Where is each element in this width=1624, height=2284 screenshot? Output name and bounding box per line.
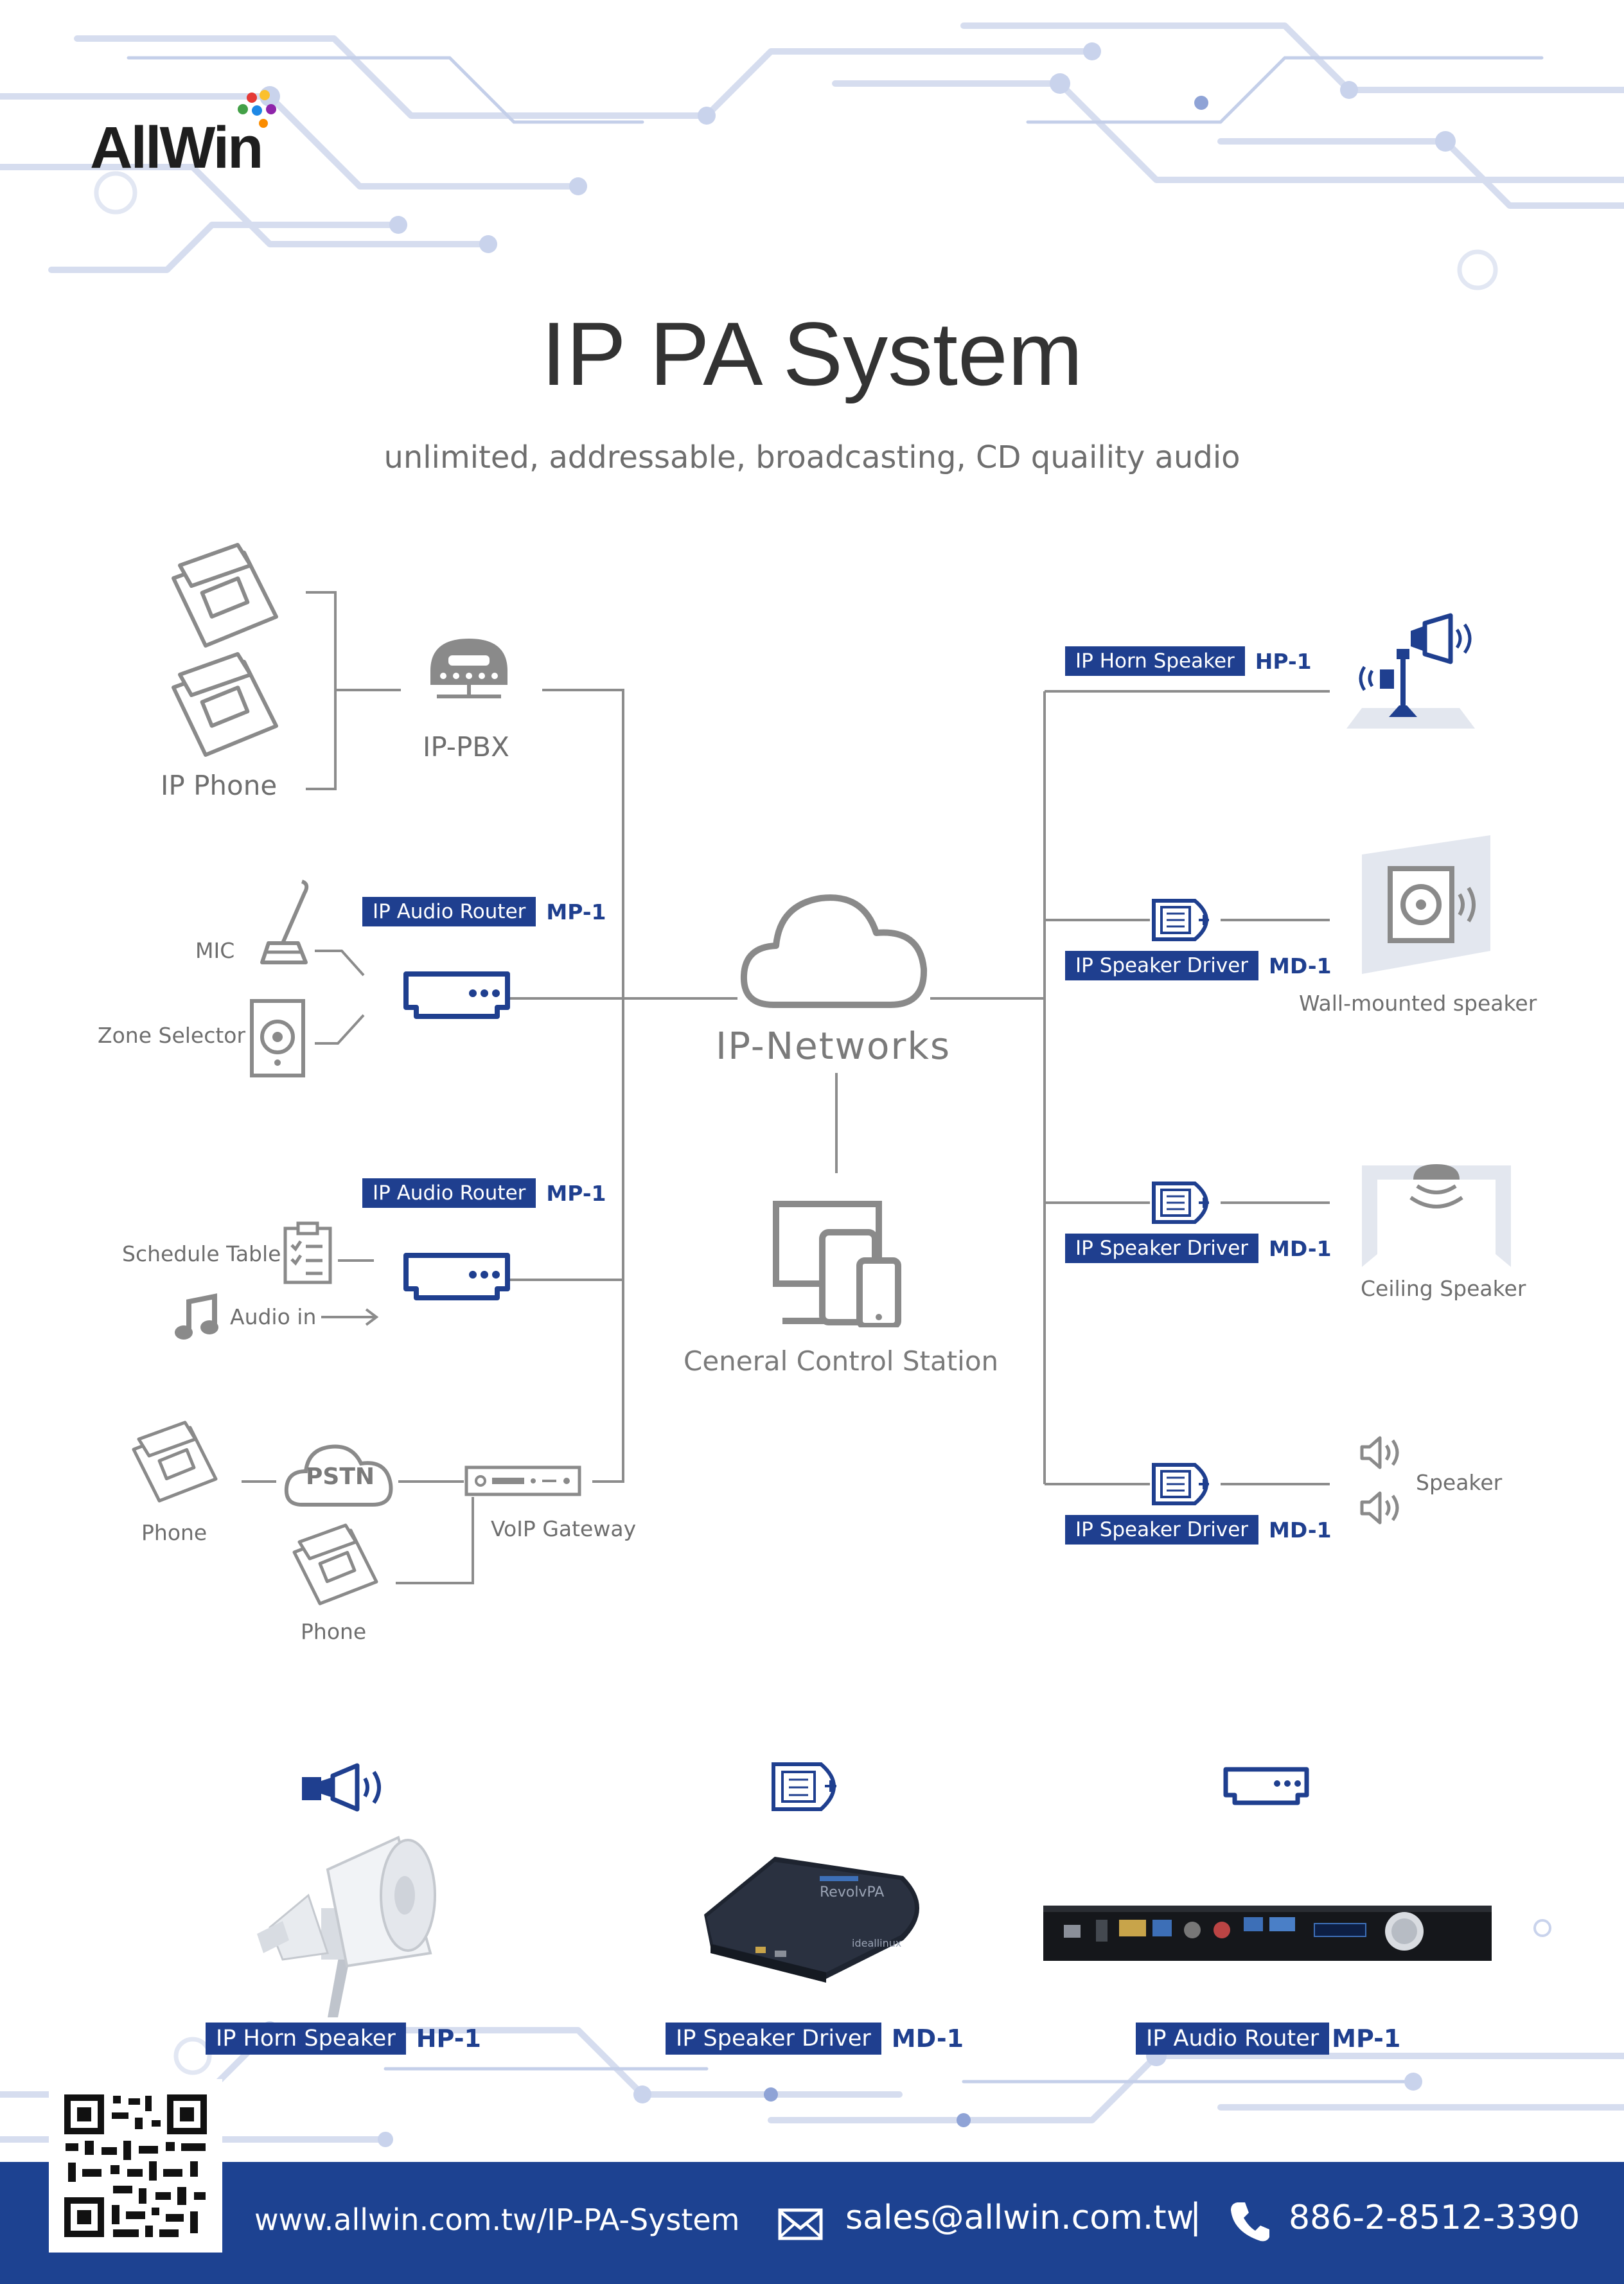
pstn-cloud-icon <box>284 1444 393 1507</box>
product-driver-badge: IP Speaker Driver MD-1 <box>666 2023 964 2055</box>
product-horn-model: HP-1 <box>416 2024 481 2053</box>
product-driver-model: MD-1 <box>891 2024 964 2053</box>
footer-bar <box>0 2162 1624 2284</box>
horn-product-icon <box>302 1763 381 1812</box>
audio-router-photo <box>1043 1906 1492 1961</box>
ceiling-speaker-icon <box>1362 1164 1511 1267</box>
qr-code[interactable] <box>49 2079 222 2253</box>
speaker-driver-icon-2 <box>1152 1182 1209 1224</box>
phone-handset-icon <box>1231 2202 1269 2242</box>
mic-icon <box>260 880 309 964</box>
page-title: IP PA System <box>541 303 1083 404</box>
decor-ring <box>1533 1919 1551 1937</box>
wall-speaker-label: Wall-mounted speaker <box>1299 991 1537 1016</box>
horn-speaker-icon <box>1346 613 1475 729</box>
driver3-badge: IP Speaker Driver MD-1 <box>1065 1515 1332 1545</box>
envelope-icon <box>778 2208 823 2240</box>
driver1-model: MD-1 <box>1269 953 1332 978</box>
router-product-icon <box>1223 1767 1309 1805</box>
speaker-icons <box>1360 1436 1399 1525</box>
horn-name: IP Horn Speaker <box>1065 646 1245 676</box>
zone-selector-label: Zone Selector <box>98 1023 246 1048</box>
zone-selector-icon <box>250 999 305 1077</box>
driver1-name: IP Speaker Driver <box>1065 951 1259 980</box>
control-station-label: Ceneral Control Station <box>684 1345 999 1377</box>
qr-code-image <box>63 2093 208 2238</box>
phone-icon-2 <box>292 1523 378 1606</box>
footer-separator: | <box>1190 2196 1202 2236</box>
router2-name: IP Audio Router <box>362 1178 536 1208</box>
allwin-logo-mark <box>238 90 276 128</box>
ip-pbx-icon <box>430 639 508 698</box>
driver3-name: IP Speaker Driver <box>1065 1515 1259 1545</box>
ip-pbx-label: IP-PBX <box>423 731 509 763</box>
driver-photo-brand: ideallinux <box>852 1937 901 1949</box>
phone-label-2: Phone <box>301 1619 367 1644</box>
driver1-badge: IP Speaker Driver MD-1 <box>1065 951 1332 980</box>
driver-product-icon <box>772 1762 836 1811</box>
driver2-badge: IP Speaker Driver MD-1 <box>1065 1234 1332 1263</box>
audio-router-icon-2 <box>403 1253 510 1300</box>
product-horn-name: IP Horn Speaker <box>206 2023 406 2055</box>
ip-networks-label: IP-Networks <box>716 1024 951 1068</box>
driver2-name: IP Speaker Driver <box>1065 1234 1259 1263</box>
phone-label-1: Phone <box>141 1520 207 1545</box>
ip-phone-icon <box>172 543 278 648</box>
driver2-model: MD-1 <box>1269 1235 1332 1261</box>
driver3-model: MD-1 <box>1269 1517 1332 1543</box>
page-subtitle: unlimited, addressable, broadcasting, CD… <box>384 439 1240 475</box>
logo-text: AllWin <box>90 115 263 181</box>
voip-gateway-label: VoIP Gateway <box>491 1516 637 1541</box>
router2-badge: IP Audio Router MP-1 <box>362 1178 606 1208</box>
schedule-table-label: Schedule Table <box>122 1241 281 1266</box>
product-driver-name: IP Speaker Driver <box>666 2023 881 2055</box>
product-router-model: MP-1 <box>1332 2024 1401 2053</box>
cloud-network-icon <box>740 894 928 1008</box>
router1-model: MP-1 <box>546 899 606 925</box>
music-note-icon <box>175 1293 218 1340</box>
product-router-name: IP Audio Router <box>1136 2023 1330 2055</box>
audio-router-icon <box>403 971 510 1019</box>
speaker-driver-icon-3 <box>1152 1463 1209 1505</box>
router1-badge: IP Audio Router MP-1 <box>362 897 606 926</box>
product-router-badge: IP Audio Router MP-1 <box>1136 2023 1401 2055</box>
footer-email[interactable]: sales@allwin.com.tw <box>845 2199 1194 2237</box>
mic-label: MIC <box>195 938 235 963</box>
horn-speaker-photo <box>257 1836 436 2017</box>
ceiling-speaker-label: Ceiling Speaker <box>1361 1276 1526 1301</box>
footer-phone[interactable]: 886-2-8512-3390 <box>1289 2199 1580 2237</box>
router1-name: IP Audio Router <box>362 897 536 926</box>
horn-model: HP-1 <box>1255 648 1312 674</box>
allwin-logo: AllWin <box>90 84 302 181</box>
footer-url[interactable]: www.allwin.com.tw/IP-PA-System <box>254 2202 740 2237</box>
speaker-driver-photo: RevolvPA ideallinux <box>704 1857 919 1983</box>
speaker-label: Speaker <box>1416 1470 1503 1495</box>
product-horn-badge: IP Horn Speaker HP-1 <box>206 2023 481 2055</box>
ip-phone-label: IP Phone <box>161 770 278 801</box>
schedule-table-icon <box>283 1221 332 1284</box>
ip-phone-icon-2 <box>172 652 278 757</box>
driver-photo-logo: RevolvPA <box>820 1884 884 1900</box>
voip-gateway-icon <box>464 1465 581 1496</box>
control-station-icon <box>773 1201 901 1327</box>
horn-badge: IP Horn Speaker HP-1 <box>1065 646 1312 676</box>
speaker-driver-icon <box>1152 899 1209 941</box>
pstn-label: PSTN <box>306 1464 375 1490</box>
router2-model: MP-1 <box>546 1180 606 1206</box>
wall-speaker-icon <box>1362 835 1490 974</box>
phone-icon <box>132 1421 218 1503</box>
audio-in-label: Audio in <box>230 1304 317 1329</box>
